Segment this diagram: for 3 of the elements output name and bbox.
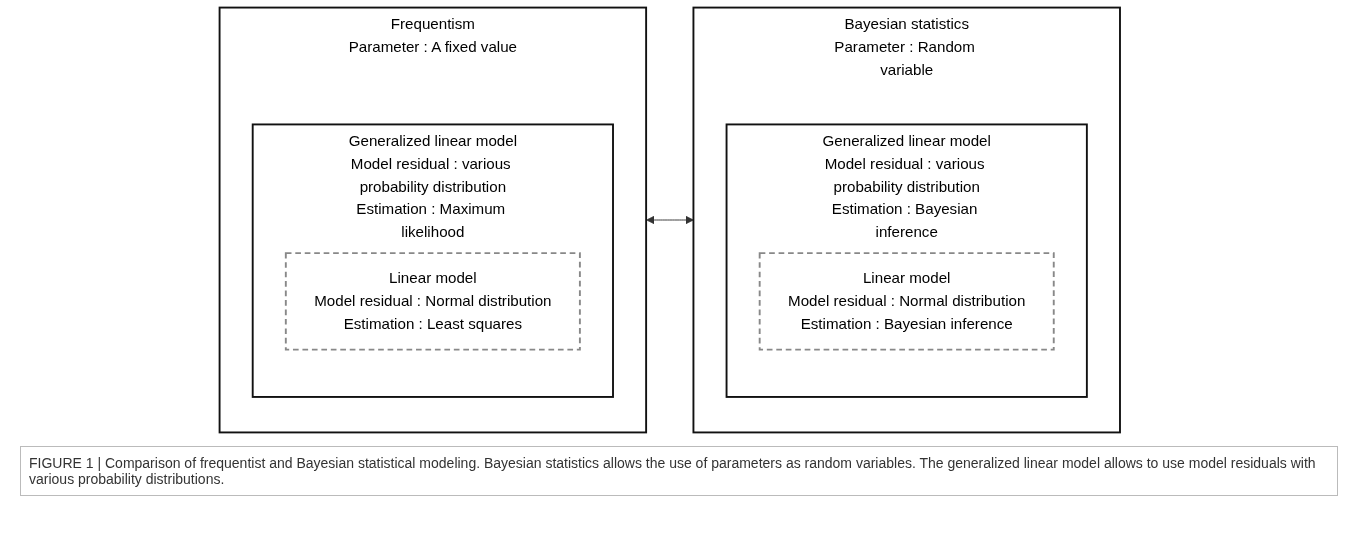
node-box: Linear model Model residual : Normal distribution Estimation : Least squares (285, 252, 582, 351)
figure-caption: FIGURE 1 | Comparison of frequentist and Bayesian statistical modeling. Bayesian statistics allows the use of parameters as random variables. The generalized linear model allows to use model residuals with various probability distributions. (20, 446, 1338, 496)
node-box: Linear model Model residual : Normal distribution Estimation : Bayesian inference (758, 252, 1055, 351)
